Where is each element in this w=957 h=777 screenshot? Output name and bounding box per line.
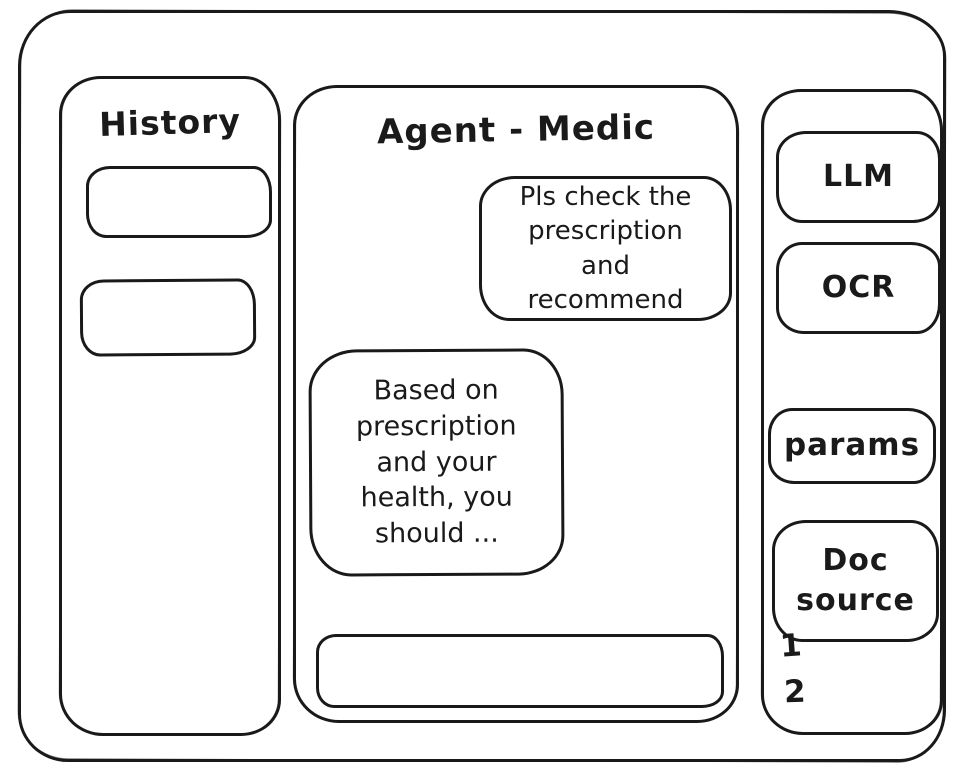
history-item[interactable] [86, 166, 272, 238]
history-item[interactable] [79, 278, 257, 357]
doc-source-item-number: 1 [778, 627, 803, 665]
message-input[interactable] [316, 634, 724, 708]
llm-button[interactable]: LLM [776, 131, 941, 223]
doc-source-item-number: 2 [783, 673, 807, 711]
tools-panel: LLM OCR params Doc source 1 2 [761, 89, 943, 735]
chat-panel: Agent - Medic Pls check the prescription… [293, 85, 739, 723]
app-window-frame: History Agent - Medic Pls check the pres… [18, 10, 946, 762]
params-button[interactable]: params [768, 408, 936, 484]
doc-source-button[interactable]: Doc source [772, 520, 939, 642]
history-panel: History [59, 76, 281, 736]
history-panel-title: History [98, 101, 242, 144]
agent-message-bubble: Based on prescription and your health, y… [308, 348, 565, 577]
chat-panel-title: Agent - Medic [376, 107, 656, 153]
user-message-bubble: Pls check the prescription and recommend [479, 176, 732, 321]
ocr-button[interactable]: OCR [776, 242, 941, 334]
